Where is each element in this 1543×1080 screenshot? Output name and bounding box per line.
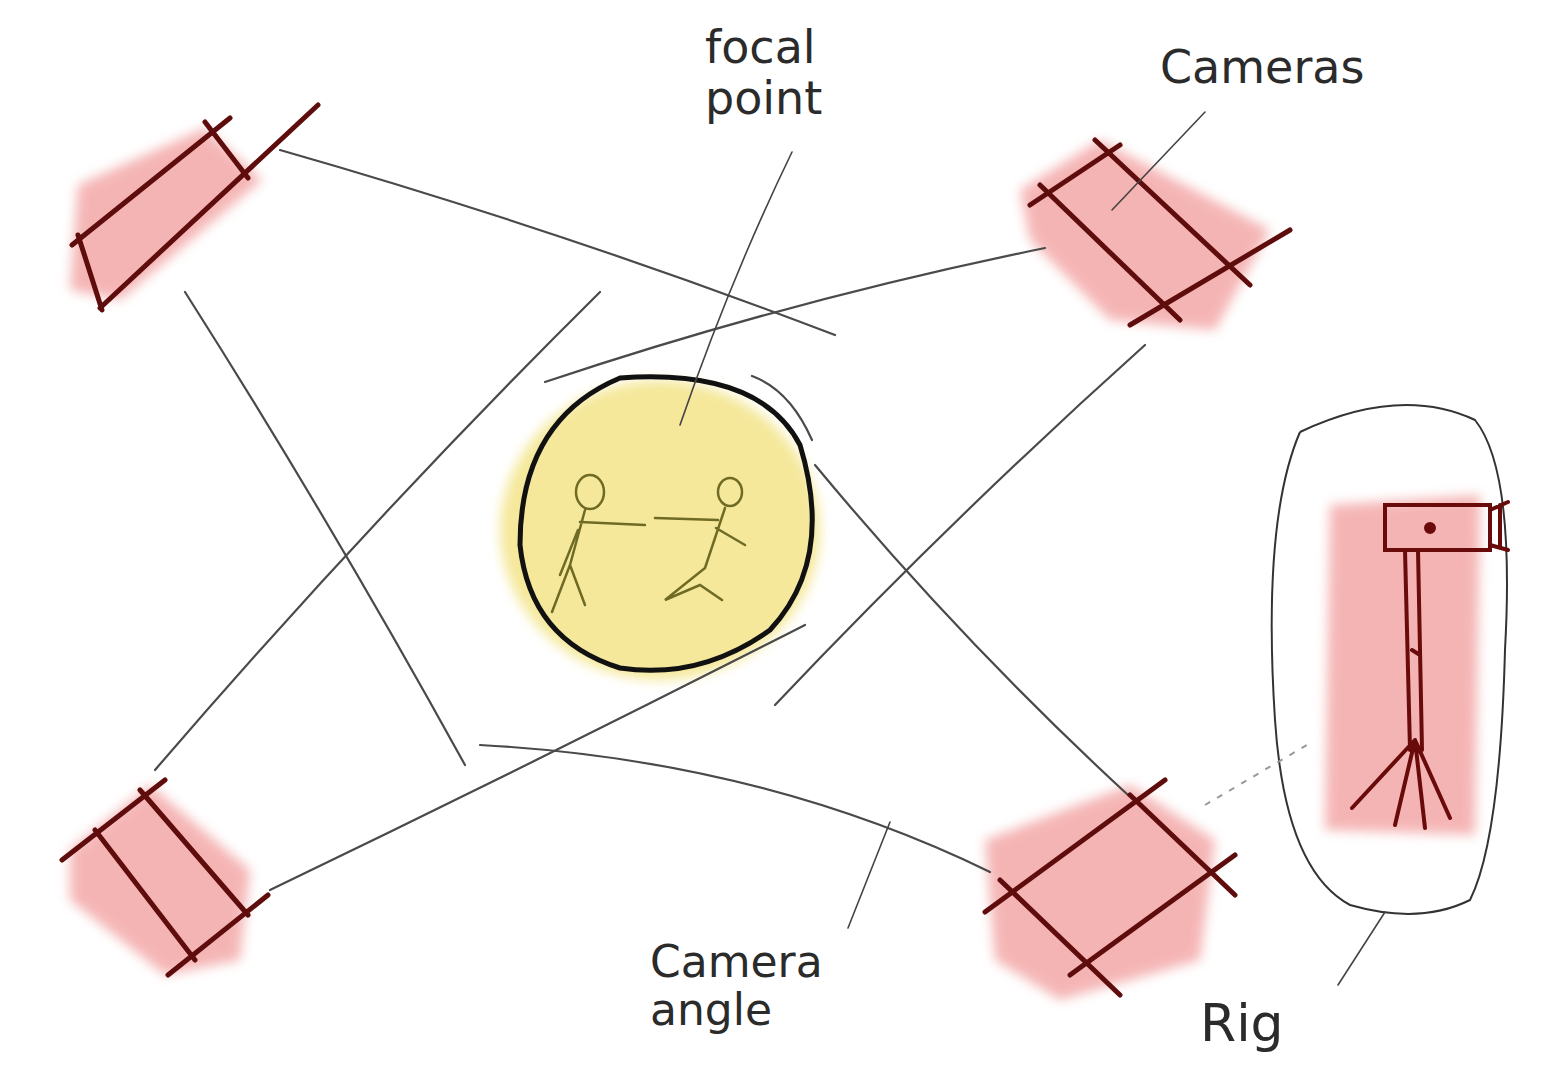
figure-body xyxy=(552,510,645,612)
rig-outline xyxy=(1272,405,1507,914)
leader-line xyxy=(1112,112,1205,210)
angle-line xyxy=(185,292,465,765)
leader-line xyxy=(848,822,890,928)
part-label: Rig xyxy=(1200,995,1360,1052)
camera-symbol xyxy=(62,780,268,975)
part-label: Camera angle xyxy=(650,938,930,1035)
camera-outlines xyxy=(62,105,1290,995)
leader-line xyxy=(680,152,792,425)
tripod-camera xyxy=(1352,502,1508,828)
leader-line xyxy=(1338,912,1385,985)
angle-line xyxy=(480,745,990,872)
angle-line xyxy=(752,376,812,440)
yellow-wash xyxy=(500,380,820,680)
tripod-legs xyxy=(1352,550,1450,828)
leader-lines xyxy=(680,112,1385,985)
part-label: focal point xyxy=(705,22,935,123)
camera-symbol xyxy=(72,105,318,310)
red-wash xyxy=(70,128,1480,1000)
camera-angle-lines xyxy=(155,150,1145,890)
rig-connector xyxy=(1205,742,1312,805)
part-label: Cameras xyxy=(1160,42,1480,93)
camera-symbol xyxy=(1030,140,1290,325)
camera-body xyxy=(1385,505,1490,550)
stick-figures xyxy=(552,475,745,612)
figure-head xyxy=(576,475,604,509)
camera-dot xyxy=(1426,524,1434,532)
red-wash xyxy=(1020,140,1270,330)
angle-line xyxy=(545,248,1045,382)
figure-head xyxy=(718,478,742,506)
camera-symbol xyxy=(985,780,1235,995)
angle-line xyxy=(815,465,1128,795)
focal-circle xyxy=(520,377,812,670)
red-wash xyxy=(70,128,262,300)
angle-line xyxy=(280,150,835,335)
camera-lens xyxy=(1490,502,1508,550)
focal-wash xyxy=(500,380,820,680)
angle-line xyxy=(775,345,1145,705)
red-wash xyxy=(1325,495,1480,835)
figure-body xyxy=(655,508,745,600)
angle-line xyxy=(155,292,600,770)
angle-line xyxy=(270,625,805,890)
